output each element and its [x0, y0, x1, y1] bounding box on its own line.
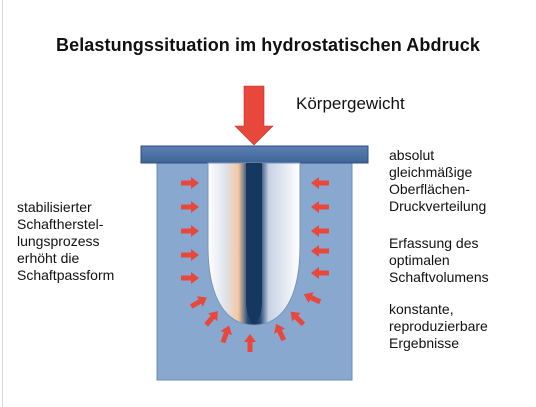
slide-border	[2, 0, 3, 407]
arrow-down-icon	[234, 85, 274, 146]
right-note-volume: Erfassung des optimalen Schaftvolumens	[389, 235, 489, 285]
right-note-results: konstante, reproduzierbare Ergebnisse	[389, 301, 488, 351]
body-weight-label: Körpergewicht	[296, 94, 405, 113]
left-note: stabilisierter Schaftherstel- lungsproze…	[17, 199, 115, 283]
right-note-pressure: absolut gleichmäßige Oberflächen- Druckv…	[389, 147, 487, 214]
stump-core	[246, 163, 262, 324]
slide-title: Belastungssituation im hydrostatischen A…	[55, 35, 480, 55]
pressure-plate	[140, 145, 369, 164]
